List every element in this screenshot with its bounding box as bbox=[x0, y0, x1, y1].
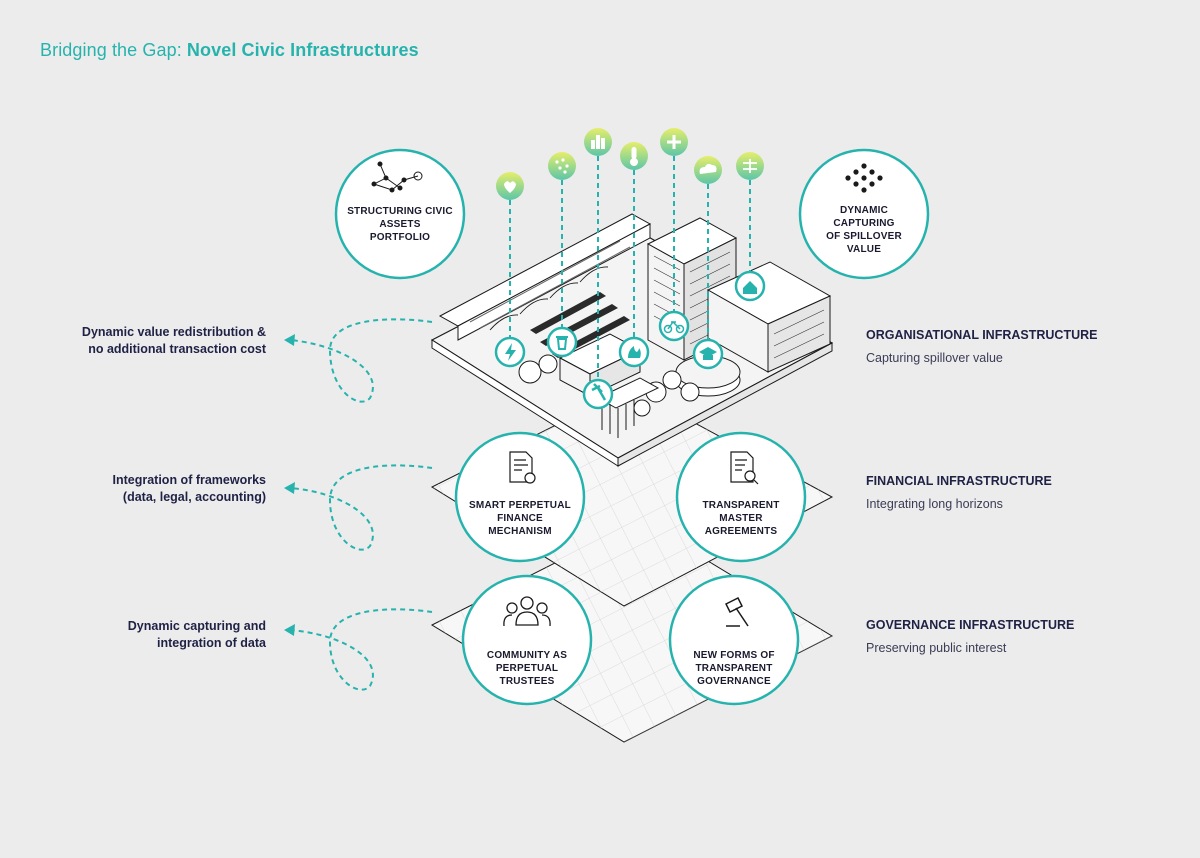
buildings-icon bbox=[584, 128, 612, 156]
label-organisational: ORGANISATIONAL INFRASTRUCTURE bbox=[866, 328, 1098, 342]
sub-organisational: Capturing spillover value bbox=[866, 351, 1003, 365]
circle-spillover bbox=[798, 148, 930, 280]
text-line: PORTFOLIO bbox=[369, 232, 431, 243]
circle-governance-text: NEW FORMS OF TRANSPARENT GOVERNANCE bbox=[670, 649, 798, 688]
circle-agreements bbox=[675, 431, 807, 563]
note-line: Dynamic capturing and bbox=[127, 619, 266, 633]
text-line: CAPTURING bbox=[833, 218, 895, 229]
label-governance: GOVERNANCE INFRASTRUCTURE bbox=[866, 618, 1075, 632]
pin-leaders bbox=[509, 156, 751, 386]
arrowheads bbox=[284, 334, 295, 636]
swirl-arrow-organisational bbox=[289, 318, 433, 403]
swirl-arrow-governance bbox=[289, 608, 433, 691]
text-line: ASSETS bbox=[379, 219, 421, 230]
title-prefix: Bridging the Gap: bbox=[40, 40, 182, 60]
label-financial: FINANCIAL INFRASTRUCTURE bbox=[866, 474, 1052, 488]
circle-community-text: COMMUNITY AS PERPETUAL TRUSTEES bbox=[463, 649, 591, 688]
diamond-dots-icon bbox=[845, 163, 883, 193]
sprinkle-icon bbox=[548, 152, 576, 180]
graduation-cap-icon bbox=[692, 338, 724, 370]
note-line: no additional transaction cost bbox=[88, 342, 266, 356]
text-line: STRUCTURING CIVIC bbox=[347, 206, 453, 217]
note-line: (data, legal, accounting) bbox=[122, 490, 266, 504]
note-value-redistribution: Dynamic value redistribution & no additi… bbox=[20, 324, 266, 358]
circle-community bbox=[461, 574, 593, 706]
text-line: COMMUNITY AS bbox=[486, 650, 568, 661]
thermometer-icon bbox=[620, 142, 648, 170]
note-data-capturing: Dynamic capturing and integration of dat… bbox=[20, 618, 266, 652]
text-line: DYNAMIC bbox=[839, 205, 889, 216]
text-line: VALUE bbox=[846, 244, 882, 255]
circle-finance bbox=[454, 431, 586, 563]
text-line: TRUSTEES bbox=[499, 676, 555, 687]
swirl-arrows bbox=[289, 318, 433, 691]
text-line: PERPETUAL bbox=[495, 663, 559, 674]
text-line: OF SPILLOVER bbox=[826, 231, 902, 242]
text-line: MECHANISM bbox=[488, 526, 552, 537]
concept-circles bbox=[334, 148, 930, 706]
title-emphasis: Novel Civic Infrastructures bbox=[186, 40, 419, 60]
text-line: GOVERNANCE bbox=[697, 676, 771, 687]
cloud-icon bbox=[694, 156, 722, 184]
heart-icon bbox=[496, 172, 524, 200]
document-coin-icon bbox=[509, 451, 536, 484]
text-line: FINANCE bbox=[497, 513, 543, 524]
bike-lane-icon bbox=[736, 152, 764, 180]
gavel-icon bbox=[582, 378, 614, 410]
text-line: TRANSPARENT bbox=[695, 663, 773, 674]
page-title: Bridging the Gap: Novel Civic Infrastruc… bbox=[40, 40, 419, 61]
note-line: integration of data bbox=[156, 636, 266, 650]
gavel-icon bbox=[724, 596, 749, 627]
text-line: NEW FORMS OF bbox=[693, 650, 775, 661]
note-integration-frameworks: Integration of frameworks (data, legal, … bbox=[20, 472, 267, 506]
circle-agreements-text: TRANSPARENT MASTER AGREEMENTS bbox=[677, 499, 805, 538]
swirl-arrow-financial bbox=[289, 464, 433, 551]
text-line: AGREEMENTS bbox=[704, 526, 778, 537]
fire-icon bbox=[618, 336, 650, 368]
document-search-icon bbox=[730, 451, 759, 485]
text-line: SMART PERPETUAL bbox=[469, 500, 571, 511]
plus-icon bbox=[660, 128, 688, 156]
sub-governance: Preserving public interest bbox=[866, 641, 1007, 655]
text-line: TRANSPARENT bbox=[702, 500, 780, 511]
sub-financial: Integrating long horizons bbox=[866, 497, 1003, 511]
note-line: Dynamic value redistribution & bbox=[81, 325, 266, 339]
pins bbox=[496, 128, 764, 200]
text-line: MASTER bbox=[719, 513, 763, 524]
network-nodes-icon bbox=[371, 161, 423, 193]
circle-finance-text: SMART PERPETUAL FINANCE MECHANISM bbox=[456, 499, 584, 538]
circle-spillover-text: DYNAMIC CAPTURING OF SPILLOVER VALUE bbox=[800, 204, 928, 256]
circle-structuring bbox=[334, 148, 466, 280]
bicycle-icon bbox=[658, 310, 690, 342]
circle-governance bbox=[668, 574, 800, 706]
city-block-plane bbox=[430, 213, 834, 467]
circle-structuring-text: STRUCTURING CIVIC ASSETS PORTFOLIO bbox=[336, 205, 464, 244]
people-group-icon bbox=[503, 596, 551, 627]
note-line: Integration of frameworks bbox=[112, 473, 267, 487]
trash-icon bbox=[546, 326, 578, 358]
lightning-icon bbox=[494, 336, 526, 368]
map-icons bbox=[494, 270, 766, 410]
house-icon bbox=[734, 270, 766, 302]
